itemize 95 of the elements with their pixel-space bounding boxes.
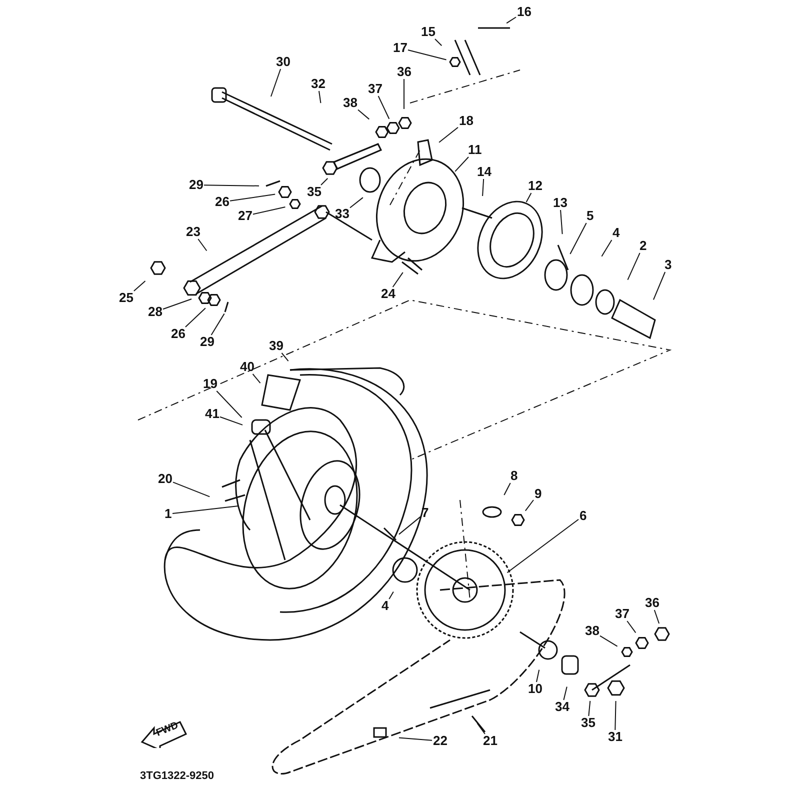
callout-number: 37 bbox=[614, 607, 630, 621]
callout-number: 21 bbox=[482, 734, 498, 748]
callout-number: 2 bbox=[638, 239, 648, 253]
leader-line bbox=[398, 516, 421, 535]
leader-line bbox=[652, 272, 666, 300]
leader-line bbox=[398, 737, 432, 741]
callout-number: 22 bbox=[432, 734, 448, 748]
callout-number: 9 bbox=[534, 487, 543, 501]
leader-line bbox=[563, 686, 568, 700]
leader-line bbox=[626, 620, 636, 634]
leader-line bbox=[252, 374, 261, 384]
callout-number: 11 bbox=[467, 143, 483, 157]
callout-number: 5 bbox=[586, 209, 595, 223]
leader-line bbox=[536, 669, 540, 682]
callout-number: 16 bbox=[516, 5, 532, 19]
callout-number: 19 bbox=[202, 377, 218, 391]
callout-number: 41 bbox=[204, 407, 220, 421]
callout-number: 26 bbox=[214, 195, 230, 209]
callout-number: 34 bbox=[554, 700, 570, 714]
callout-number: 4 bbox=[612, 226, 621, 240]
callout-number: 36 bbox=[644, 596, 660, 610]
leader-line bbox=[220, 416, 244, 426]
leader-line bbox=[162, 298, 192, 310]
callout-number: 6 bbox=[578, 509, 588, 523]
callout-number: 10 bbox=[527, 682, 544, 696]
callout-number: 28 bbox=[147, 305, 164, 319]
leader-line bbox=[378, 96, 390, 120]
callout-number: 35 bbox=[580, 716, 596, 730]
callout-number: 15 bbox=[420, 25, 436, 39]
leader-line bbox=[184, 308, 206, 328]
leader-line bbox=[216, 390, 242, 418]
drawing-code: 3TG1322-9250 bbox=[140, 770, 214, 782]
leader-line bbox=[392, 272, 404, 288]
callout-number: 38 bbox=[584, 624, 600, 638]
leader-line bbox=[627, 252, 640, 280]
callout-number: 25 bbox=[118, 291, 134, 305]
leader-line bbox=[560, 210, 563, 235]
callout-number: 4 bbox=[380, 599, 390, 613]
leader-line bbox=[204, 184, 260, 186]
callout-number: 33 bbox=[334, 207, 350, 221]
callout-number: 36 bbox=[396, 65, 412, 79]
leader-line bbox=[408, 50, 447, 60]
leader-line bbox=[270, 68, 282, 97]
leader-line bbox=[600, 635, 618, 647]
callout-number: 31 bbox=[607, 730, 624, 744]
leader-line bbox=[654, 610, 660, 624]
callout-number: 14 bbox=[476, 165, 492, 179]
leader-line bbox=[210, 313, 225, 336]
leader-line bbox=[320, 178, 328, 186]
callout-number: 29 bbox=[188, 178, 204, 192]
leader-line bbox=[526, 192, 532, 203]
callout-number: 40 bbox=[239, 360, 256, 374]
leader-line bbox=[281, 352, 289, 362]
leader-line bbox=[506, 16, 516, 24]
leader-line bbox=[230, 194, 276, 202]
leader-line bbox=[601, 240, 612, 257]
leader-line bbox=[133, 280, 146, 292]
callout-number: 35 bbox=[306, 185, 322, 199]
callout-number: 12 bbox=[527, 179, 544, 193]
leader-line bbox=[482, 178, 484, 197]
leader-line bbox=[434, 38, 442, 46]
callout-number: 18 bbox=[458, 114, 474, 128]
leader-line bbox=[172, 506, 239, 514]
callout-number: 30 bbox=[275, 55, 292, 69]
callout-number: 32 bbox=[310, 77, 326, 91]
leader-line bbox=[438, 126, 458, 143]
leader-line bbox=[252, 206, 286, 215]
callout-number: 20 bbox=[157, 472, 174, 486]
callout-number: 37 bbox=[367, 82, 384, 96]
leader-line bbox=[504, 482, 511, 496]
callout-number: 8 bbox=[510, 469, 519, 483]
callout-number: 26 bbox=[170, 327, 186, 341]
callout-number: 24 bbox=[380, 287, 396, 301]
callout-number: 1 bbox=[164, 507, 173, 521]
leader-line bbox=[350, 197, 364, 208]
callout-number: 13 bbox=[552, 196, 568, 210]
leader-line bbox=[172, 482, 210, 498]
callout-number: 3 bbox=[664, 258, 673, 272]
leader-line bbox=[454, 156, 469, 172]
leader-line bbox=[524, 500, 534, 512]
leader-line bbox=[614, 700, 616, 730]
leader-line bbox=[198, 238, 208, 252]
leader-line bbox=[388, 591, 394, 600]
callout-number: 17 bbox=[392, 41, 408, 55]
leader-line bbox=[570, 222, 587, 255]
callout-number: 29 bbox=[199, 335, 216, 349]
leader-line bbox=[358, 109, 370, 120]
leader-line bbox=[506, 518, 579, 574]
callout-number: 27 bbox=[237, 209, 254, 223]
leader-line bbox=[588, 700, 591, 716]
leader-line bbox=[318, 90, 322, 104]
callout-number: 38 bbox=[342, 96, 358, 110]
leader-line bbox=[476, 722, 486, 734]
callout-number: 23 bbox=[185, 225, 202, 239]
callout-number: 39 bbox=[268, 339, 284, 353]
